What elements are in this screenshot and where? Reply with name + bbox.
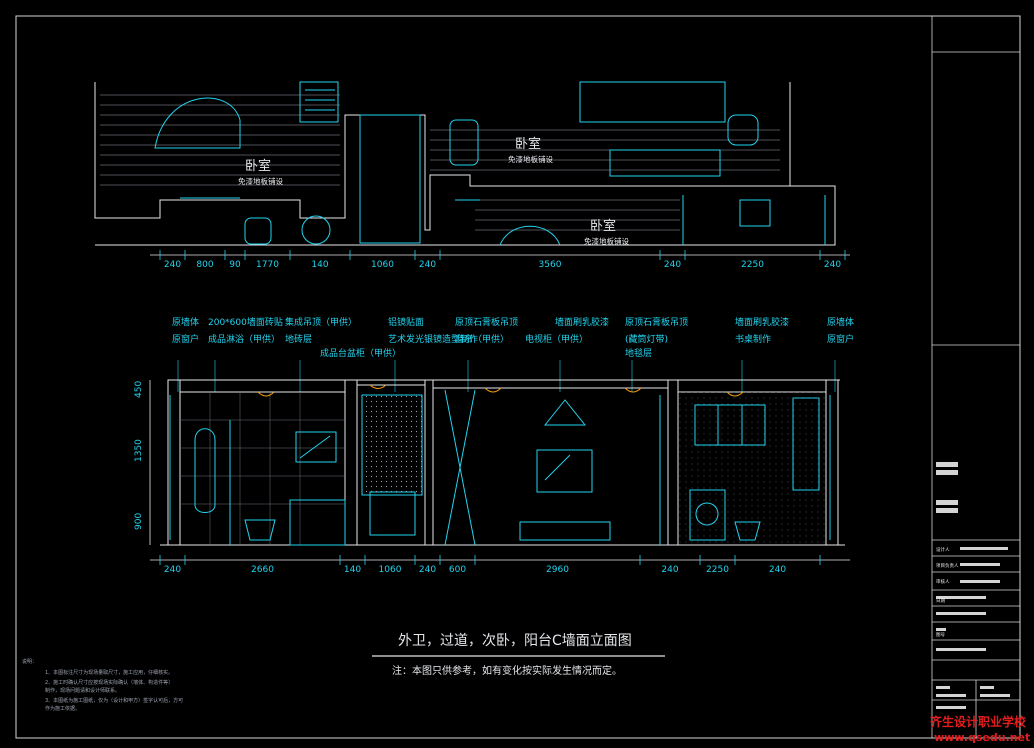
elevation-dimension-value: 140 (344, 565, 361, 575)
dotted-textures (362, 392, 826, 545)
plan-room-label-2: 卧室 (515, 136, 541, 152)
vdim-450: 450 (134, 381, 144, 398)
note-line-2: 2、施工时确认尺寸应按现场实际确认（墙体、构造件等） (45, 679, 173, 686)
annotation-row1-item: 200*600墙面砖贴 (208, 316, 283, 328)
tb-label-drawing-no: 图号 (936, 632, 945, 638)
floor-plan (94, 82, 836, 246)
elevation-dimension-value: 240 (419, 565, 436, 575)
annotation-row1-item: 原墙体 (172, 316, 199, 328)
sheet-border (15, 15, 1021, 739)
annotation-row1-item: 原墙体 (827, 316, 854, 328)
plan-dimension-value: 240 (824, 260, 841, 270)
plan-dimension-value: 800 (196, 260, 213, 270)
plan-room-label-3: 卧室 (590, 218, 616, 234)
plan-dimension-value: 240 (419, 260, 436, 270)
plan-dimension-ticks (159, 250, 846, 260)
ceiling-lights (257, 384, 744, 397)
annotation-row2-item: 书桌制作 (735, 333, 771, 345)
title-block-fill (936, 462, 1010, 709)
annotation-row3-item: 成品台盆柜（甲供） (320, 347, 401, 359)
elevation-dimension-ticks (159, 555, 821, 565)
annotation-row1-item: 原顶石膏板吊顶 (455, 316, 518, 328)
annotation-row2-item: 原窗户 (827, 333, 854, 345)
elevation-dimension-value: 1060 (379, 565, 402, 575)
plan-room-label-1: 卧室 (245, 158, 271, 174)
plan-dimension-value: 1060 (371, 260, 394, 270)
annotation-row1-item: 集成吊顶（甲供） (285, 316, 357, 328)
title-block (931, 16, 1020, 738)
tb-label-manager: 项目负责人 (936, 562, 959, 569)
bathroom-tile-grid (180, 392, 345, 545)
plan-dimension-texts: 240 800 90 1770 140 1060 240 3560 240 2250 240 (164, 260, 841, 270)
elevation-dimension-value: 240 (164, 565, 181, 575)
plan-dimension-value: 240 (164, 260, 181, 270)
tb-label-reviewer: 审核人 (936, 578, 950, 585)
elevation-dimension-value: 240 (769, 565, 786, 575)
note-line-4: 3、本图纸为施工图纸，仅为（设计和甲方）签字认可后，方可 (45, 697, 183, 704)
plan-dimension-value: 1770 (256, 260, 279, 270)
annotation-row1-item: 墙面刷乳胶漆 (735, 316, 789, 328)
elevation-dimension-texts: 240 2660 140 1060 240 600 2960 240 2250 240 (164, 565, 786, 575)
annotation-row2-item: 艺术发光银镜造型制作 (388, 333, 478, 345)
annotation-row2-item: 窗帘（甲供） (455, 333, 509, 345)
vdim-900: 900 (134, 513, 144, 530)
annotation-row2-item: 原窗户 (172, 333, 199, 345)
plan-dimension-value: 2250 (741, 260, 764, 270)
note-line-5: 作为施工依据。 (45, 705, 80, 712)
elevation-dimension-value: 600 (449, 565, 466, 575)
plan-cyan-fixtures (154, 81, 826, 246)
plan-room-sub-3: 免漆地板铺设 (584, 236, 629, 246)
plan-dimension-value: 3560 (539, 260, 562, 270)
annotation-row1-item: 铝镜贴面 (388, 316, 424, 328)
note-line-3: 制作，现场问题请和设计师联系。 (45, 687, 120, 694)
watermark-school: 齐生设计职业学校 (930, 714, 1027, 729)
plan-dimension-value: 90 (229, 260, 241, 270)
annotation-row2-item: 地砖层 (285, 333, 312, 345)
vdim-1350: 1350 (134, 439, 144, 462)
elevation-dimension-value: 2250 (706, 565, 729, 575)
elevation-dimension-value: 2960 (546, 565, 569, 575)
annotation-row2-item: (藏筒灯带) (625, 333, 668, 345)
annotation-row2-item: 电视柜（甲供） (525, 333, 588, 345)
plan-dimension-value: 140 (311, 260, 328, 270)
drawing-title: 外卫，过道，次卧，阳台C墙面立面图 (398, 633, 632, 649)
drawing-note: 注：本图只供参考，如有变化按实际发生情况而定。 (392, 664, 622, 677)
notes-title: 说明： (22, 658, 37, 665)
elevation-dimension-value: 240 (661, 565, 678, 575)
annotation-row1-item: 墙面刷乳胶漆 (555, 316, 609, 328)
plan-dimension-value: 240 (664, 260, 681, 270)
annotation-row3-item: 地毯层 (625, 347, 652, 359)
tb-label-designer: 设计人 (936, 546, 950, 553)
tb-label-date: 日期 (936, 598, 945, 604)
annotation-row2-item: 成品淋浴（甲供） (208, 333, 280, 345)
elevation-dimension-value: 2660 (251, 565, 274, 575)
plan-room-sub-1: 免漆地板铺设 (238, 176, 283, 186)
annotation-row1-item: 原顶石膏板吊顶 (625, 316, 688, 328)
elevation-ceiling (160, 379, 845, 546)
plan-room-sub-2: 免漆地板铺设 (508, 154, 553, 164)
watermark-url: www.qsedu.net (934, 731, 1030, 744)
note-line-1: 1、本图标注尺寸为现场量取尺寸，施工应用，仔细核实。 (45, 669, 173, 676)
